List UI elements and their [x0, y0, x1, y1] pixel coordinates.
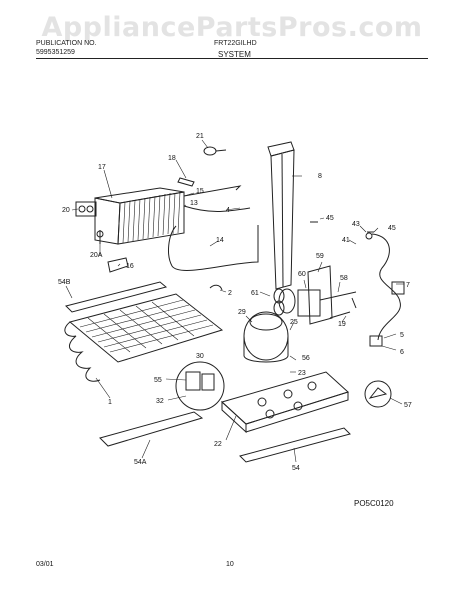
suction-line-tube	[168, 225, 259, 271]
callout-41: 41	[342, 237, 350, 244]
callout-61: 61	[251, 290, 259, 297]
thermostat-clip	[177, 177, 195, 187]
callout-6: 6	[400, 349, 404, 356]
condenser-fan-assembly	[273, 265, 333, 325]
evaporator-cover-rail	[267, 141, 295, 290]
callout-23: 23	[298, 370, 306, 377]
callout-15: 15	[196, 188, 204, 195]
callout-8: 8	[318, 173, 322, 180]
drain-heater-wire	[183, 185, 242, 197]
callout-32: 32	[156, 398, 164, 405]
callout-19: 19	[338, 321, 346, 328]
callout-16: 16	[126, 263, 134, 270]
condenser-strap-upper	[65, 281, 168, 313]
callout-13: 13	[190, 200, 198, 207]
callout-25: 25	[290, 319, 298, 326]
mounting-bracket	[107, 257, 129, 273]
callout-54: 54	[292, 465, 300, 472]
publication-number: 5995351259	[36, 49, 75, 56]
connector-tube	[329, 311, 351, 319]
defrost-thermostat	[203, 146, 217, 156]
connector-clip	[351, 297, 357, 309]
callout-7: 7	[406, 282, 410, 289]
callout-43: 43	[352, 221, 360, 228]
condenser-strap-lower-left	[99, 411, 204, 447]
callout-54b: 54B	[58, 279, 71, 286]
callout-58: 58	[340, 275, 348, 282]
evaporator-coil	[75, 187, 185, 245]
callout-20a: 20A	[90, 252, 103, 259]
model-number: FRT22GILHD	[214, 40, 257, 47]
relay	[369, 335, 383, 347]
diagram-code: PO5C0120	[354, 499, 394, 508]
header-rule	[36, 58, 428, 59]
tube-clip	[209, 284, 223, 291]
callout-4: 4	[226, 207, 230, 214]
callout-60: 60	[298, 271, 306, 278]
footer-date: 03/01	[36, 561, 54, 568]
callout-17: 17	[98, 164, 106, 171]
condenser-strap-lower-right	[239, 427, 351, 463]
compressor-mounting-plate	[221, 371, 349, 434]
callout-29: 29	[238, 309, 246, 316]
callout-2: 2	[228, 290, 232, 297]
callout-57: 57	[404, 402, 412, 409]
callout-45-right: 45	[388, 225, 396, 232]
discharge-tube	[319, 291, 357, 301]
power-cord	[365, 232, 405, 341]
capillary-tube	[183, 205, 251, 212]
callout-45-upper: 45	[326, 215, 334, 222]
callout-55: 55	[154, 377, 162, 384]
compressor	[243, 311, 289, 363]
section-title: SYSTEM	[218, 50, 251, 59]
callout-14: 14	[216, 237, 224, 244]
vibration-grommet	[364, 380, 392, 408]
callout-20: 20	[62, 207, 70, 214]
callout-18: 18	[168, 155, 176, 162]
page-number: 10	[226, 561, 234, 568]
callout-22: 22	[214, 441, 222, 448]
callout-59: 59	[316, 253, 324, 260]
callout-56: 56	[302, 355, 310, 362]
callout-1: 1	[108, 399, 112, 406]
publication-label: PUBLICATION NO.	[36, 40, 97, 47]
callout-5: 5	[400, 332, 404, 339]
callout-54a: 54A	[134, 459, 147, 466]
callout-21: 21	[196, 133, 204, 140]
condenser-coil	[64, 293, 224, 382]
watermark-logo: AppliancePartsPros.com	[41, 12, 423, 43]
callout-30: 30	[196, 353, 204, 360]
relay-detail-view	[175, 361, 225, 411]
